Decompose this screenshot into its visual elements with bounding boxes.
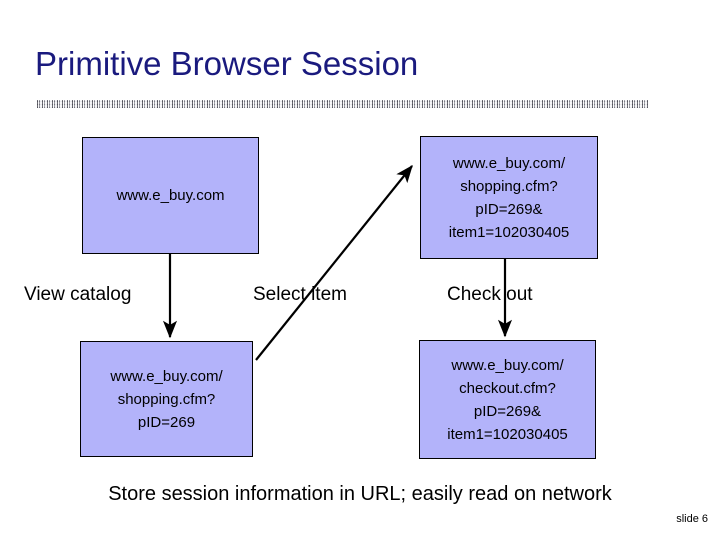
slide-number: slide 6	[676, 513, 708, 525]
url-line: www.e_buy.com/	[452, 154, 566, 172]
url-box-checkout[interactable]: www.e_buy.com/ checkout.cfm? pID=269& it…	[419, 340, 596, 459]
url-line: pID=269	[137, 413, 196, 431]
arrow-cart-to-shopping	[255, 164, 413, 361]
title-divider	[37, 100, 648, 108]
url-box-shopping[interactable]: www.e_buy.com/ shopping.cfm? pID=269& it…	[420, 136, 598, 259]
url-line: pID=269&	[473, 402, 542, 420]
url-line: www.e_buy.com/	[110, 367, 223, 385]
url-line: pID=269&	[475, 200, 543, 218]
url-line: www.e_buy.com/	[451, 356, 564, 374]
url-box-cart[interactable]: www.e_buy.com/ shopping.cfm? pID=269	[80, 341, 253, 457]
step-label-check-out: Check out	[447, 284, 533, 305]
url-line: item1=102030405	[448, 223, 570, 241]
url-line: www.e_buy.com	[116, 187, 225, 204]
url-line: item1=102030405	[447, 425, 568, 443]
url-line: shopping.cfm?	[117, 390, 216, 408]
url-line: checkout.cfm?	[459, 379, 556, 397]
url-box-catalog[interactable]: www.e_buy.com	[82, 137, 259, 254]
page-title: Primitive Browser Session	[35, 45, 419, 82]
url-line: shopping.cfm?	[460, 177, 558, 195]
slide-caption: Store session information in URL; easily…	[108, 483, 612, 505]
step-label-select-item: Select item	[253, 284, 347, 305]
step-label-view-catalog: View catalog	[24, 284, 132, 305]
